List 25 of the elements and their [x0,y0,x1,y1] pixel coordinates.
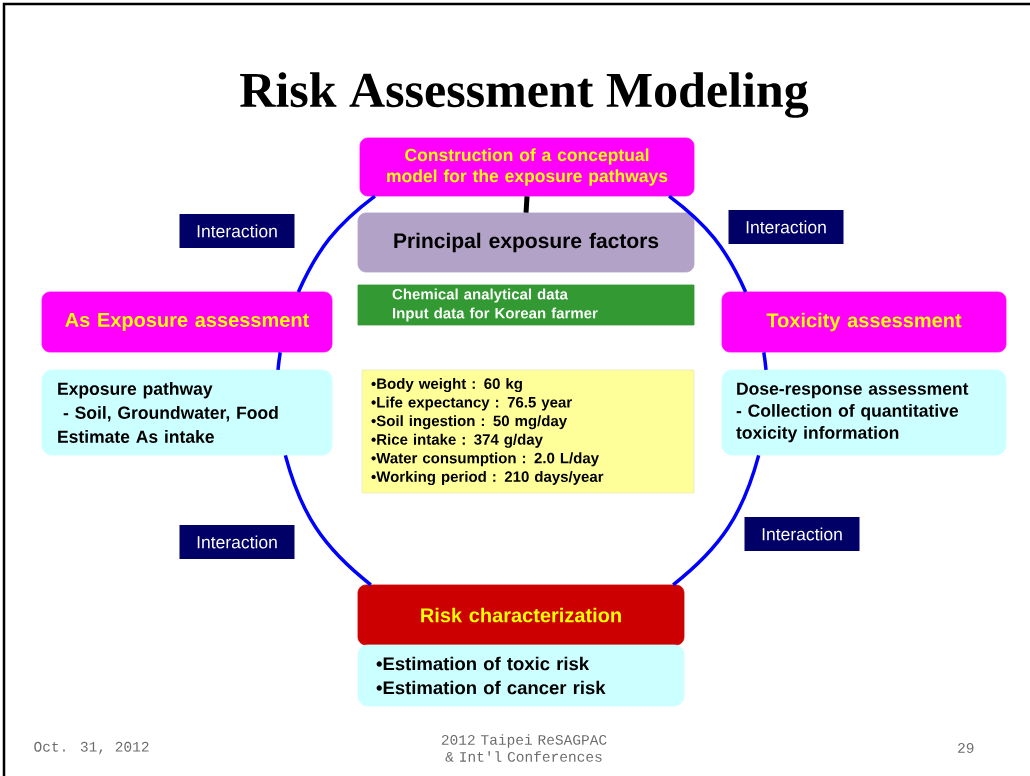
description-box: Exposure pathway - Soil, Groundwater, Food Estimate As intake [41,369,333,456]
title: Risk Assessment Modeling [240,72,809,118]
footer-date: Oct. 31, 2012 [34,741,149,755]
circle-arc [668,194,748,293]
process-box: Toxicity assessment [721,291,1007,353]
circle-arc [672,454,761,587]
edge-label: Interaction [744,517,860,551]
edge-label: Interaction [728,210,844,244]
circle-arc [296,194,376,293]
process-box: Risk characterization [357,584,685,646]
process-box: As Exposure assessment [41,291,333,353]
description-box: •Estimation of toxic risk •Estimation of cancer risk [357,644,685,707]
description-box: Dose-response assessment - Collection of quantitative toxicity information [721,369,1007,456]
footer-text: 2012 Taipei ReSAGPAC & Int'l Conferences [441,734,607,762]
parameter-box: •Body weight : 60 kg •Life expectancy : 76.5 year •Soil ingestion : 50 mg/day •Rice intake : 374 g/day •Water consumption : 2.0 L/day •Working period : 210 days/year [361,369,695,494]
page-number: 29 [958,743,974,753]
circle-arc [276,352,282,370]
circle-arc [762,352,768,370]
heading-box: Principal exposure factors [357,212,695,273]
connector-line [523,196,530,213]
edge-label: Interaction [179,214,295,248]
process-box: Construction of a conceptual model for the exposure pathways [359,137,695,197]
circle-arc [283,454,372,587]
data-box: Chemical analytical data Input data for Korean farmer [357,284,695,326]
edge-label: Interaction [179,525,295,559]
